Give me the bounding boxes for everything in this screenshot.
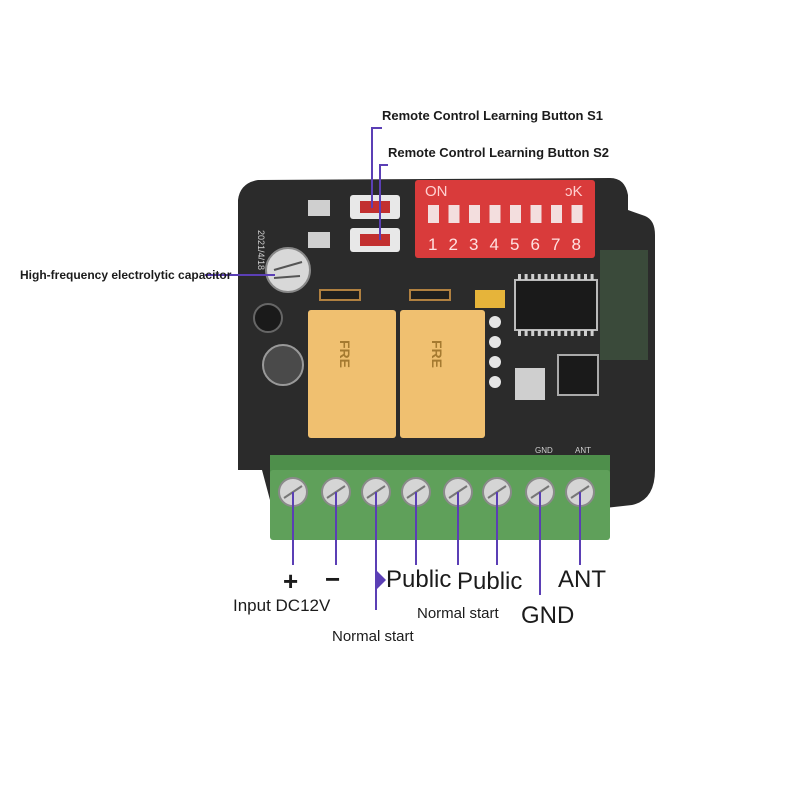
label-capacitor: High-frequency electrolytic capacitor [20, 268, 232, 282]
dip-switch-number-6: 6 [531, 235, 540, 254]
side-connector [600, 250, 648, 360]
label-normal-start-1: Normal start [332, 628, 414, 645]
label-plus: + [283, 566, 299, 596]
relay-1 [308, 310, 396, 438]
relay-2-brand: FRE [429, 340, 445, 368]
dip-switch-lever-6 [530, 205, 542, 223]
relay-1-brand: FRE [337, 340, 353, 368]
dip-switch-lever-5 [510, 205, 521, 223]
capacitor-large [262, 344, 304, 386]
crystal-oscillator [515, 368, 545, 400]
dip-switch-number-3: 3 [469, 235, 478, 254]
label-learning-button-s2: Remote Control Learning Button S2 [388, 145, 609, 160]
learning-button-s2-cap [360, 234, 390, 246]
led-2 [308, 232, 330, 248]
tantalum-capacitor [475, 290, 505, 308]
label-gnd: GND [521, 602, 575, 629]
pointer-lines [205, 127, 581, 610]
dip-switch-lever-4 [489, 205, 501, 223]
dip-switch-number-5: 5 [510, 235, 519, 254]
rf-chip [557, 354, 599, 396]
dip-switch-lever-1 [428, 205, 439, 223]
dip-switch-lever-2 [448, 205, 460, 223]
dip-switch-number-1: 1 [428, 235, 437, 254]
label-minus: − [325, 564, 341, 594]
dip-on-label: ON [425, 183, 448, 200]
label-public-2: Public [457, 568, 523, 595]
dip-switch-number-7: 7 [551, 235, 560, 254]
dip-switch-lever-8 [571, 205, 583, 223]
hf-electrolytic-capacitor [265, 247, 311, 293]
label-public-1: Public [386, 566, 452, 593]
dip-switch-lever-3 [469, 205, 480, 223]
dip-switch-lever-7 [551, 205, 562, 223]
dip-switch-number-2: 2 [449, 235, 458, 254]
learning-button-s1-cap [360, 201, 390, 213]
label-input-dc12v: Input DC12V [233, 596, 331, 615]
label-ant: ANT [558, 566, 606, 593]
dip-switch-number-8: 8 [572, 235, 581, 254]
label-learning-button-s1: Remote Control Learning Button S1 [382, 108, 603, 123]
dip-switch-number-4: 4 [490, 235, 499, 254]
svg-text:2021/4/18: 2021/4/18 [256, 230, 266, 270]
led-1 [308, 200, 330, 216]
relay-2 [400, 310, 485, 438]
label-normal-start-2: Normal start [417, 605, 499, 622]
svg-text:ɔK: ɔK [565, 183, 583, 200]
terminal-gnd-mark: GND [535, 446, 553, 455]
capacitor-small [253, 303, 283, 333]
ic-chip [514, 279, 598, 331]
terminal-ant-mark: ANT [575, 446, 591, 455]
dip-switch [415, 180, 595, 258]
terminal-block [270, 470, 610, 540]
